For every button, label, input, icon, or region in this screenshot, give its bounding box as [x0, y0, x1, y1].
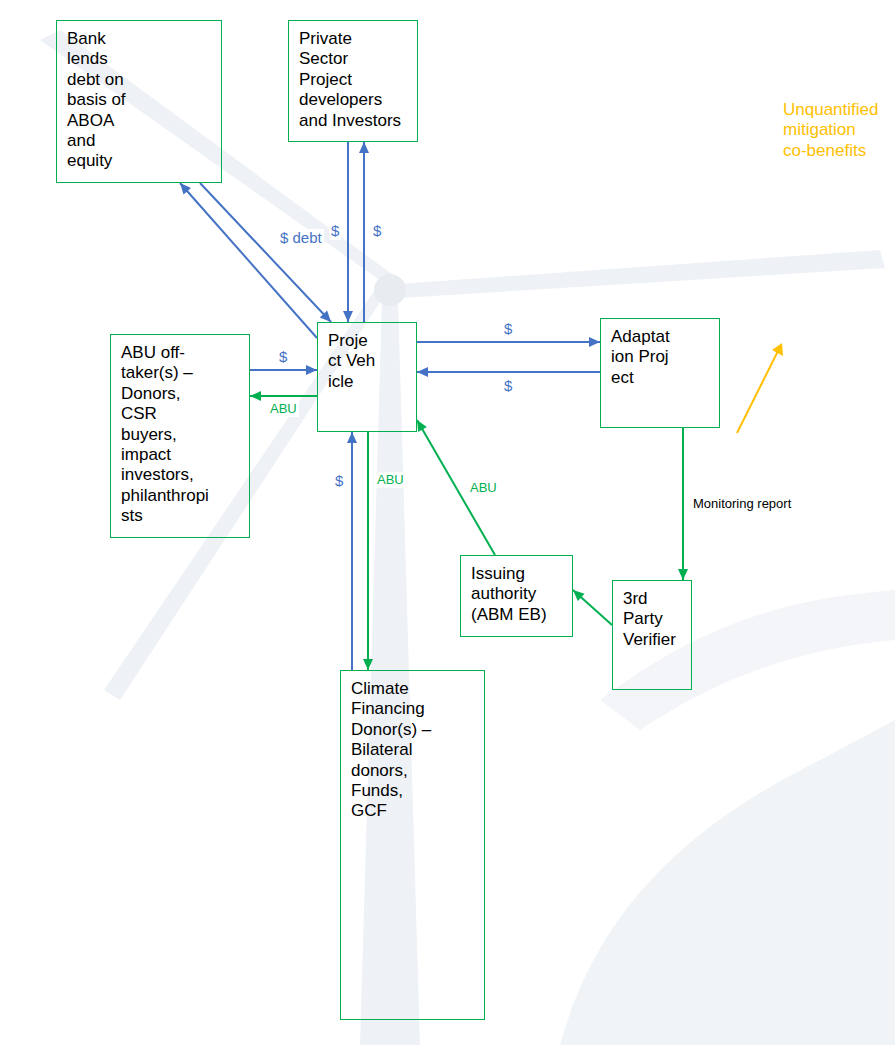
flow-box: Adaptation Project — [600, 318, 720, 428]
map-shape — [600, 590, 895, 730]
flow-box: ABU off-taker(s) – Donors, CSR buyers, i… — [110, 334, 250, 538]
box-text: ABU off-taker(s) – Donors, CSR buyers, i… — [121, 343, 211, 527]
turbine-blade — [40, 30, 400, 286]
leader-arrow — [737, 351, 778, 433]
flow-connector — [343, 142, 353, 322]
connector-line — [573, 590, 612, 625]
connector-line — [682, 428, 684, 580]
arrow-head — [678, 569, 688, 580]
connector-line — [363, 142, 365, 322]
flow-connector — [250, 391, 317, 401]
flow-connector — [359, 142, 369, 322]
note-label: Unquantified mitigation co-benefits — [783, 100, 883, 161]
arrow-head — [320, 311, 331, 322]
arrow-head — [772, 343, 783, 356]
edge-label: $ — [333, 472, 345, 490]
connector-line — [367, 432, 369, 670]
flow-connector — [678, 428, 688, 580]
arrow-head — [417, 420, 427, 432]
arrow-head — [359, 142, 369, 153]
arrow-head — [417, 367, 428, 377]
box-text: Bank lends debt on basis of ABOA and equ… — [67, 29, 141, 172]
flow-box: Private Sector Project developers and In… — [288, 20, 418, 142]
flow-connector — [200, 183, 331, 322]
flow-connector — [180, 183, 317, 338]
flow-connector — [417, 367, 600, 377]
flow-connector — [417, 337, 600, 347]
box-text: Climate Financing Donor(s) – Bilateral d… — [351, 679, 439, 822]
flow-connector — [363, 432, 373, 670]
edge-label: $ debt — [278, 229, 324, 247]
arrow-head — [573, 590, 585, 601]
flow-box: Climate Financing Donor(s) – Bilateral d… — [340, 670, 485, 1020]
flow-box: 3rd Party Verifier — [612, 580, 692, 690]
arrow-head — [343, 311, 353, 322]
flow-box: Bank lends debt on basis of ABOA and equ… — [56, 20, 222, 183]
connector-line — [200, 183, 331, 322]
flow-connector — [573, 590, 612, 625]
arrow-head — [589, 337, 600, 347]
edge-label: $ — [329, 222, 341, 240]
flow-box: Issuing authority (ABM EB) — [460, 555, 573, 637]
box-text: 3rd Party Verifier — [623, 589, 679, 650]
edge-label: ABU — [268, 401, 299, 417]
arrow-head — [363, 659, 373, 670]
flow-box: Project Vehicle — [317, 322, 417, 432]
box-text: Adaptation Project — [611, 327, 671, 388]
flow-connector — [347, 432, 357, 670]
turbine-blade — [104, 288, 384, 700]
edge-label: ABU — [468, 480, 499, 496]
flow-connector — [250, 365, 317, 375]
connector-line — [417, 371, 600, 373]
turbine-blade — [398, 250, 885, 298]
box-text: Private Sector Project developers and In… — [299, 29, 403, 131]
arrow-head — [250, 391, 261, 401]
arrow-head — [306, 365, 317, 375]
edge-label: $ — [277, 348, 289, 366]
edge-label: $ — [371, 222, 383, 240]
edge-label: ABU — [375, 472, 406, 488]
connector-line — [180, 183, 317, 338]
arrow-head — [180, 183, 191, 195]
turbine-tower — [360, 300, 420, 1045]
arrow-head — [347, 432, 357, 443]
connector-line — [417, 341, 600, 343]
edge-label: $ — [502, 320, 514, 338]
box-text: Issuing authority (ABM EB) — [471, 564, 555, 625]
connector-line — [347, 142, 349, 322]
map-shape — [560, 720, 895, 1045]
box-text: Project Vehicle — [328, 331, 376, 392]
turbine-hub — [374, 274, 406, 306]
edge-label: Monitoring report — [691, 496, 793, 512]
connector-line — [351, 432, 353, 670]
edge-label: $ — [502, 377, 514, 395]
